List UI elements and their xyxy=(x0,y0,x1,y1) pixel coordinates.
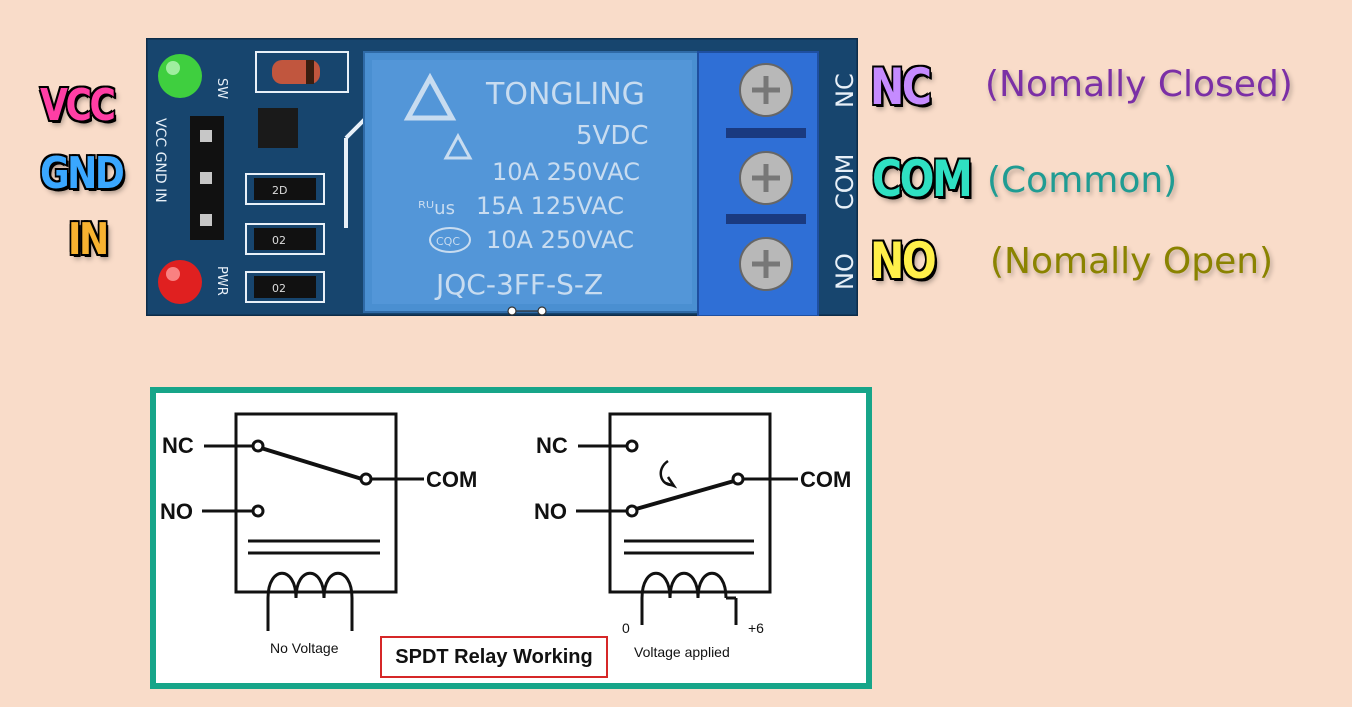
relay-module-board: SW PWR VCC GND IN 2D 02 02 TONGLING 5VDC xyxy=(144,36,860,318)
tongling-logo-icon xyxy=(403,72,457,121)
resistor-2 xyxy=(254,228,316,250)
ul-mark-icon: ᴿᵁus xyxy=(418,198,455,219)
no-terminal-label: NO xyxy=(869,232,938,290)
resistor-1 xyxy=(254,178,316,200)
relay-voltage-applied: NC COM NO 0 +6 Voltage xyxy=(534,412,851,660)
red-led-icon xyxy=(158,260,202,304)
right-no-label: NO xyxy=(534,499,567,524)
no-terminal-description: (Nomally Open) xyxy=(990,241,1274,282)
com-terminal-label: COM xyxy=(871,150,974,208)
svg-text:CQC: CQC xyxy=(436,235,460,248)
vcc-pin-label: VCC xyxy=(39,80,117,131)
silk-pwr: PWR xyxy=(214,266,229,296)
relay-rating-2: 15A 125VAC xyxy=(476,192,624,220)
left-nc-label: NC xyxy=(162,433,194,458)
relay-no-voltage: NC COM NO No Voltage xyxy=(160,412,477,656)
svg-text:02: 02 xyxy=(272,234,286,247)
silk-no: NO xyxy=(831,253,858,290)
nc-terminal-label: NC xyxy=(869,58,933,116)
silk-header-labels: VCC GND IN xyxy=(152,118,168,203)
resistor-3 xyxy=(254,276,316,298)
relay-model: JQC-3FF-S-Z xyxy=(434,268,603,301)
relay-module-illustration: SW PWR VCC GND IN 2D 02 02 TONGLING 5VDC xyxy=(144,36,860,318)
diagram-caption: SPDT Relay Working xyxy=(380,636,608,678)
com-terminal-description: (Common) xyxy=(987,160,1178,201)
relay-rating-1: 10A 250VAC xyxy=(492,158,640,186)
relay-voltage: 5VDC xyxy=(576,121,649,151)
silk-sw: SW xyxy=(214,78,229,99)
right-voltage-zero: 0 xyxy=(622,620,630,636)
left-no-label: NO xyxy=(160,499,193,524)
spdt-relay-diagram-panel: NC COM NO No Voltage NC xyxy=(150,387,872,689)
right-nc-label: NC xyxy=(536,433,568,458)
silk-nc: NC xyxy=(831,73,858,108)
green-led-icon xyxy=(158,54,202,98)
right-state-label: Voltage applied xyxy=(634,644,730,660)
resize-handle-icon xyxy=(507,306,547,316)
relay-rating-3: 10A 250VAC xyxy=(486,226,634,254)
relay-brand: TONGLING xyxy=(485,77,645,112)
right-com-label: COM xyxy=(800,467,851,492)
transistor xyxy=(258,108,298,148)
left-com-label: COM xyxy=(426,467,477,492)
silk-com: COM xyxy=(831,154,858,210)
nc-terminal-description: (Nomally Closed) xyxy=(985,64,1293,105)
cqc-mark-icon xyxy=(429,227,471,253)
spdt-relay-diagram: NC COM NO No Voltage NC xyxy=(160,412,851,660)
left-state-label: No Voltage xyxy=(270,640,339,656)
right-coil-icon xyxy=(640,571,728,599)
right-voltage-six: +6 xyxy=(748,620,764,636)
svg-text:02: 02 xyxy=(272,282,286,295)
warning-triangle-icon xyxy=(443,132,473,160)
in-pin-label: IN xyxy=(67,214,111,265)
left-coil-icon xyxy=(266,571,354,599)
gnd-pin-label: GND xyxy=(39,148,126,199)
svg-text:2D: 2D xyxy=(272,184,287,197)
